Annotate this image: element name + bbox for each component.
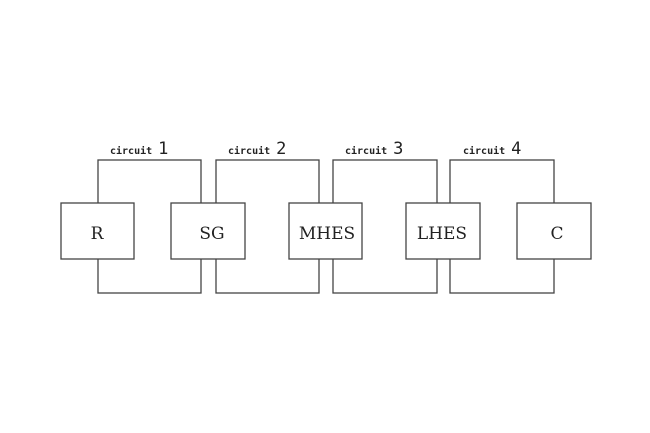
box-mhes-label: MHES	[299, 224, 355, 244]
box-mhes: MHES	[288, 202, 363, 260]
box-c: C	[516, 202, 592, 260]
box-sg-label: SG	[199, 224, 224, 244]
box-sg: SG	[170, 202, 246, 260]
box-c-label: C	[550, 224, 563, 244]
box-r: R	[60, 202, 135, 260]
box-lhes-label: LHES	[417, 224, 467, 244]
box-lhes: LHES	[405, 202, 481, 260]
box-r-label: R	[91, 224, 105, 244]
